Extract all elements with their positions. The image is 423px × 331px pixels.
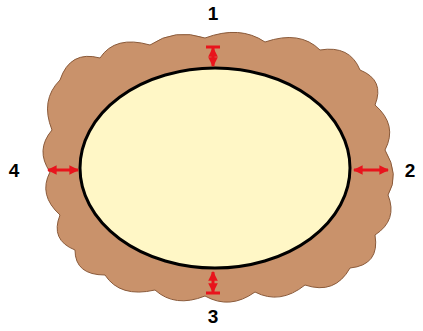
callout-number: 3 — [208, 307, 219, 326]
thickness-arrow — [212, 48, 215, 66]
callout-number: 2 — [405, 161, 416, 180]
inner-ellipse — [80, 68, 350, 268]
thickness-arrow — [354, 169, 388, 172]
callout-number: 1 — [208, 4, 219, 23]
irregular-outer-layer — [43, 32, 393, 302]
thickness-arrow — [212, 272, 215, 292]
arrow-cap — [206, 292, 220, 295]
arrow-cap — [206, 46, 220, 49]
thickness-arrow — [48, 169, 78, 172]
callout-number: 4 — [9, 161, 20, 180]
